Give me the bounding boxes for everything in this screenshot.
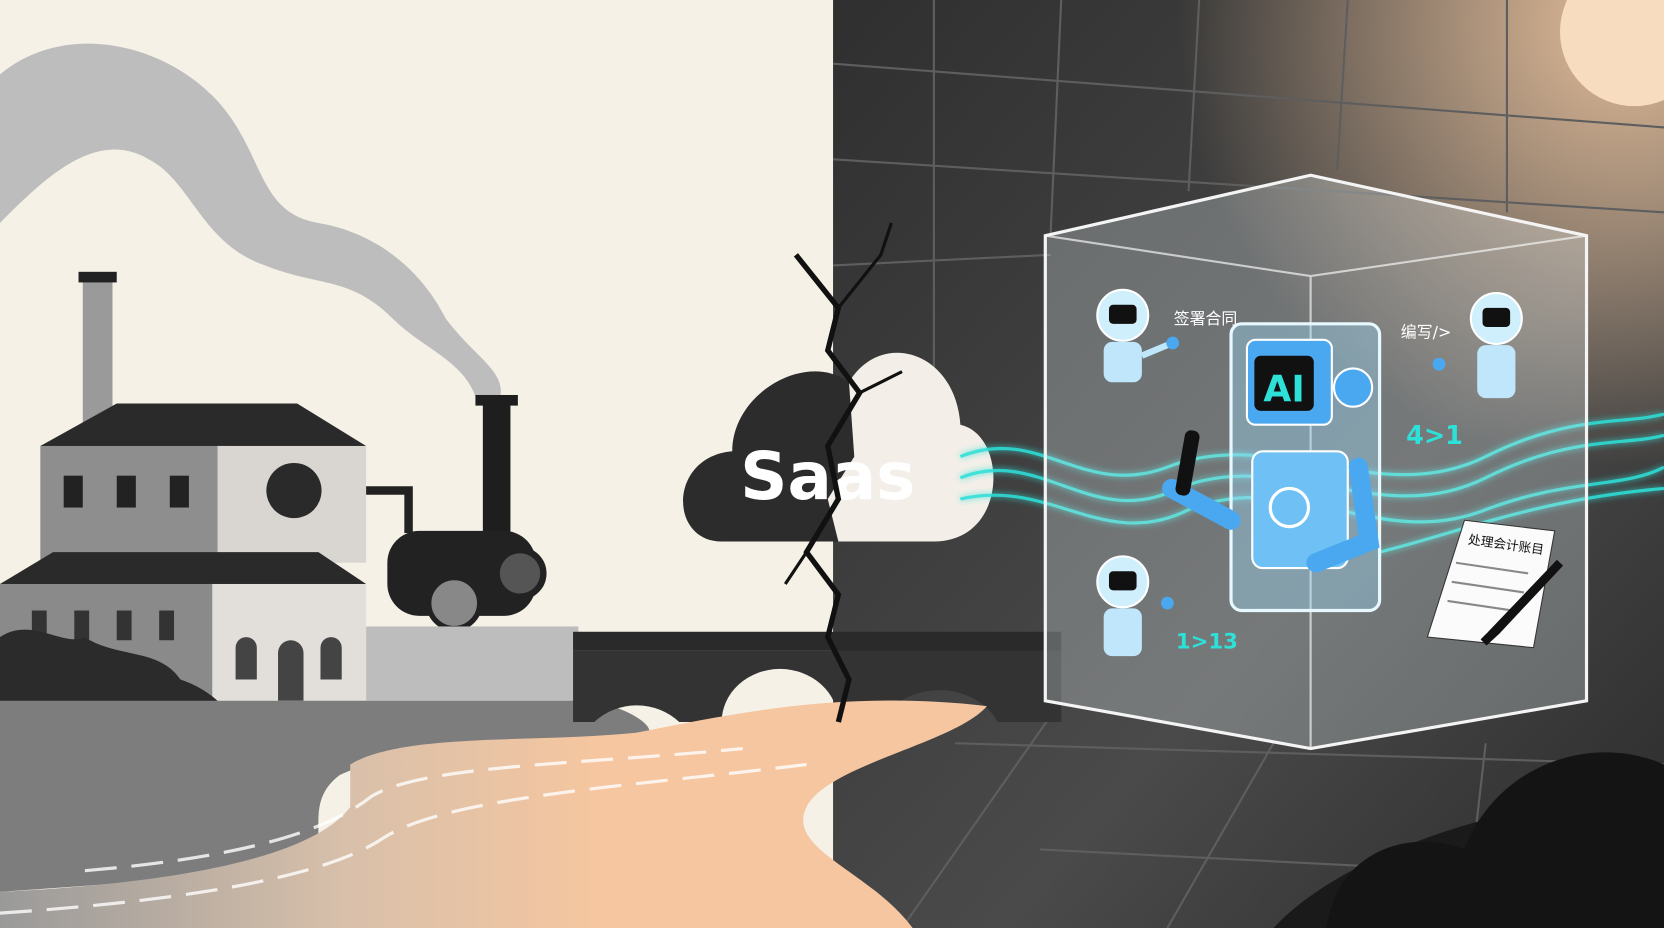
code-a: 4>1 bbox=[1406, 421, 1463, 451]
right-bushes bbox=[1326, 752, 1664, 928]
smoke bbox=[0, 43, 501, 404]
task-write-code: 编写/> bbox=[1401, 323, 1451, 342]
accounting-document: 处理会计账目 bbox=[1426, 519, 1564, 649]
helper-robot-3 bbox=[1096, 555, 1174, 657]
steam-engine bbox=[366, 394, 579, 701]
code-b: 1>13 bbox=[1176, 630, 1238, 655]
grid-lines bbox=[832, 0, 1664, 928]
river bbox=[0, 700, 987, 928]
ai-screen-label: AI bbox=[1263, 368, 1304, 410]
chimney bbox=[82, 273, 113, 434]
crack bbox=[793, 253, 863, 723]
bridge bbox=[573, 631, 1062, 723]
factory bbox=[0, 403, 367, 701]
helper-robot-2 bbox=[1432, 291, 1523, 399]
sun bbox=[1560, 0, 1664, 107]
ai-robot: AI bbox=[1162, 322, 1382, 613]
pen-icon bbox=[1480, 559, 1564, 646]
helper-robot-1 bbox=[1096, 288, 1180, 383]
saas-cloud: Saas bbox=[683, 352, 994, 542]
task-sign-contract: 签署合同 bbox=[1174, 309, 1238, 328]
